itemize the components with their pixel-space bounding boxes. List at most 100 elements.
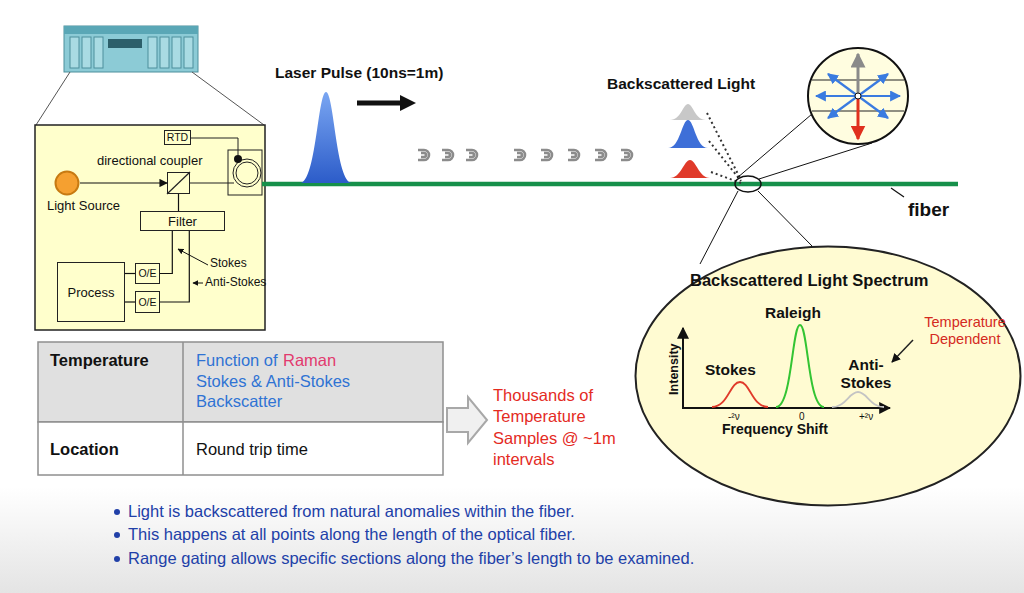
signal-line (125, 273, 135, 274)
tick-label: 0 (799, 411, 805, 423)
light-squiggle (595, 150, 606, 160)
scatter-dotted-line (707, 113, 741, 180)
process-box: Process (57, 262, 125, 322)
stokes-peak (712, 382, 768, 407)
signal-name: Anti-Stokes (205, 276, 266, 290)
result-arrow (447, 397, 487, 443)
scatter-arrow (828, 96, 858, 118)
scatter-arrow (858, 74, 888, 96)
instrument-module (160, 37, 169, 68)
instrument-module (184, 37, 193, 68)
anti-stokes-arrow (857, 54, 860, 96)
fiber-coil (236, 162, 258, 184)
light-source: Light Source (54, 170, 80, 196)
bullet-text: Range gating allows specific sections al… (128, 549, 694, 568)
signal-line (125, 301, 135, 302)
anti-stokes-pulse (670, 104, 706, 120)
spectrum-title: Backscattered Light Spectrum (690, 271, 928, 290)
table-divider (182, 342, 184, 475)
table-cell: Location (50, 440, 119, 459)
scatter-arrow (858, 96, 888, 118)
zoom-line (737, 114, 812, 178)
tick-label: -²ν (728, 411, 740, 423)
table-row (38, 422, 443, 475)
instrument-top (64, 26, 198, 34)
instrument-module (82, 37, 91, 68)
fiber-coil (233, 159, 261, 187)
light-squiggle (568, 150, 579, 160)
oe-converter: O/E (135, 263, 160, 284)
scatter-arrows (816, 54, 900, 139)
scatter-arrow (828, 74, 858, 96)
node-label: O/E (136, 264, 159, 283)
signal-line (80, 182, 167, 183)
instrument-chassis (64, 26, 198, 72)
instrument-module (94, 37, 103, 68)
bullet-text: Light is backscattered from natural anom… (128, 502, 575, 521)
scatter-arrow (816, 95, 858, 97)
backscatter-label: Backscattered Light (607, 75, 755, 93)
light-squiggle (418, 150, 429, 160)
bullet-text: This happens at all points along the len… (128, 525, 576, 544)
coupler-mirror (167, 172, 190, 194)
stokes-arrow (857, 96, 860, 139)
signal-line (160, 231, 189, 302)
peak-label: Stokes (705, 361, 756, 379)
table-cell: Function of (196, 351, 278, 370)
light-squiggle (442, 150, 453, 160)
axis-title: Frequency Shift (722, 421, 828, 437)
instrument-module (148, 37, 157, 68)
rayleigh-peak (776, 325, 824, 407)
leader-arrow (178, 249, 208, 265)
table-cell: Round trip time (196, 440, 308, 459)
peak-label: Anti-Stokes (836, 356, 896, 392)
zoom-line (192, 72, 264, 125)
zoom-line (700, 191, 738, 264)
tick-label: +²ν (859, 411, 873, 423)
rtd-box: RTD (164, 130, 191, 145)
connectors (80, 183, 189, 302)
fiber-label: fiber (908, 199, 949, 221)
signal-line (178, 194, 179, 211)
axis-title: Intensity (667, 333, 681, 405)
dts-instrument (64, 26, 198, 72)
coupler-fiber-line (190, 182, 234, 183)
instrument-module (70, 37, 79, 68)
scatter-dotted-line (709, 141, 741, 181)
node-label: RTD (165, 131, 190, 144)
instrument-module (172, 37, 181, 68)
light-source-shape (56, 172, 79, 195)
scatter-dots (707, 113, 741, 183)
pulse-label: Laser Pulse (10ns=1m) (275, 64, 443, 82)
bullet-dot (114, 532, 120, 538)
direction-arrowhead (400, 95, 416, 111)
instrument-display (108, 39, 142, 48)
intensity-axis (682, 328, 684, 409)
bullet-dot (114, 509, 120, 515)
zoom-line (36, 72, 70, 125)
fiber-zoom-marker (735, 176, 761, 192)
oe-converter: O/E (135, 291, 160, 313)
node-label: Filter (141, 212, 224, 230)
zoom-line (759, 143, 872, 179)
light-squiggle (466, 150, 477, 160)
fiber-leader (891, 188, 904, 197)
table-cell: Stokes & Anti-Stokes Backscatter (196, 372, 386, 412)
table-row (38, 342, 443, 422)
propagating-light (418, 150, 632, 160)
frequency-axis (682, 407, 890, 409)
signal-name: Stokes (210, 257, 247, 271)
stokes-pulse (670, 160, 710, 178)
node-label: Process (58, 263, 124, 321)
rayleigh-pulse (668, 120, 708, 148)
scatter-closeup (808, 48, 908, 144)
scatter-arrow (858, 95, 900, 97)
table-cell: Temperature (50, 351, 149, 370)
light-squiggle (514, 150, 525, 160)
filter-box: Filter (140, 211, 225, 231)
result-note: Thousands of Temperature Samples @ ~1m i… (493, 385, 621, 471)
anti-stokes-peak (832, 392, 884, 407)
leader-arrow (892, 340, 913, 362)
optical-fiber (262, 182, 958, 187)
